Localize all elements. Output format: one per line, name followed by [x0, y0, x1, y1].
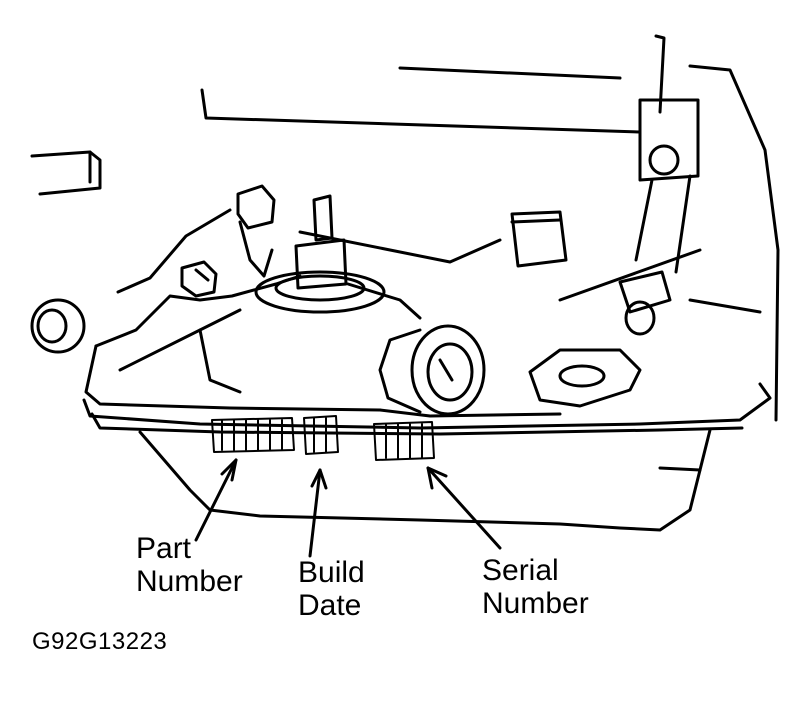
transmission-case-outline — [116, 64, 780, 422]
oil-pan — [82, 382, 772, 532]
linkage-arm — [618, 34, 700, 336]
serial-number-arrowhead — [426, 466, 448, 490]
square-boss — [510, 210, 568, 268]
part-number-label: Part Number — [136, 532, 243, 598]
left-bracket-block — [30, 150, 102, 196]
callout-arrows — [194, 458, 502, 558]
serial-number-arrow — [426, 466, 502, 550]
part-number-arrow — [194, 458, 238, 542]
center-shaft — [254, 194, 386, 314]
oval-pad — [528, 348, 642, 408]
build-date-label: Build Date — [298, 556, 365, 622]
serial-number-label: Serial Number — [482, 554, 589, 620]
build-date-arrow — [308, 468, 322, 558]
part-number-arrowhead — [220, 458, 238, 482]
id-tag-build — [303, 415, 339, 455]
bolt-upper-left — [236, 184, 276, 278]
valve-body-plate — [84, 274, 562, 418]
left-plug — [30, 298, 86, 354]
small-plug-left — [180, 260, 218, 298]
figure-code: G92G13223 — [32, 628, 168, 655]
build-date-arrowhead — [310, 468, 328, 490]
filter-cylinder — [378, 324, 486, 416]
id-tag-part — [211, 417, 295, 453]
id-tag-serial — [373, 421, 435, 461]
